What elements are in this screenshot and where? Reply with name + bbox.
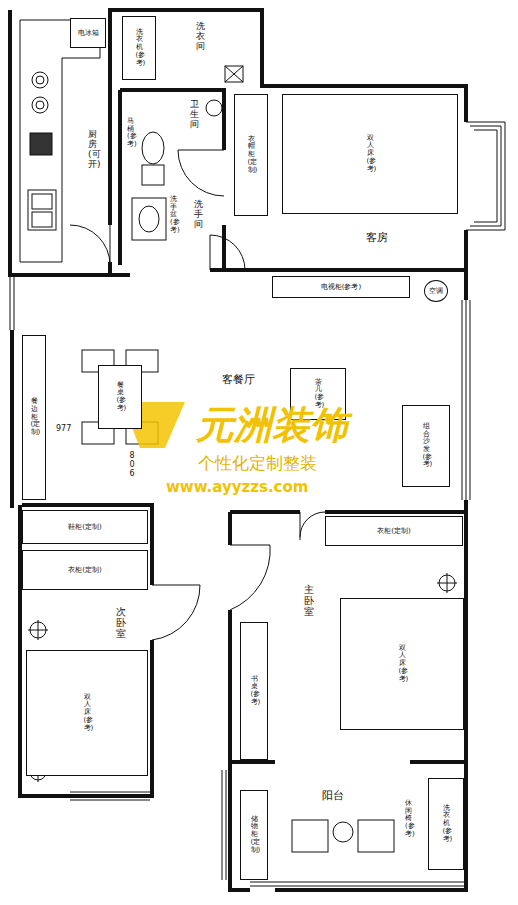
furniture-label: 储物柜(定制) (251, 816, 258, 854)
furniture-label: 洗衣机(参考) (443, 805, 450, 843)
furniture-box: 组合沙发(参考) (402, 405, 450, 487)
furniture-label: 餐边柜(定制) (31, 398, 38, 436)
label-holder: 休闲椅(参考) (405, 800, 412, 838)
furniture-label: 双人床(参考) (367, 135, 374, 173)
furniture-box: 衣柜(定制) (325, 516, 463, 546)
room-area: 洗衣间 洗衣机(参考) (112, 10, 260, 88)
room-area: 卫生间 (120, 90, 222, 190)
room-name: 主卧室 (304, 584, 314, 617)
label-holder: 洗手盆(参考) (170, 196, 177, 234)
furniture-box: 餐桌(参考) (98, 365, 142, 429)
room-name: 卫生间 (190, 100, 199, 130)
furniture-label: 餐桌(参考) (117, 382, 124, 413)
windows (10, 122, 505, 890)
furniture-box: 餐边柜(定制) (22, 335, 46, 500)
fixture-label: 休闲椅(参考) (405, 800, 412, 838)
walls (10, 10, 466, 890)
room-name: 厨房(可开) (88, 130, 97, 170)
furniture-label: 空调 (429, 286, 443, 296)
furniture-box: 双人床(参考) (26, 650, 148, 776)
room-name: 客餐厅 (222, 372, 255, 387)
label-holder: 马桶(参考) (127, 118, 134, 149)
furniture-label: 衣柜(定制) (377, 526, 410, 536)
room-area: 客房 衣帽柜(定制) 双人床(参考) (226, 86, 466, 270)
furniture-box: 电视柜(参考) (272, 276, 410, 298)
room-name: 次卧室 (116, 606, 126, 639)
furniture-label: 电视柜(参考) (321, 282, 361, 292)
furniture-box: 衣柜(定制) (22, 550, 148, 590)
furniture-box: 洗衣机(参考) (428, 778, 464, 870)
label-holder: 806 (128, 452, 136, 478)
room-name: 洗衣间 (196, 22, 205, 52)
furniture-box: 洗衣机(参考) (122, 16, 156, 80)
dimension: 806 (128, 452, 136, 478)
furniture-box: 储物柜(定制) (240, 790, 268, 880)
room-area: 阳台储物柜(定制) 洗衣机(参考) (232, 764, 466, 888)
furniture-label: 衣柜(定制) (68, 565, 101, 575)
watermark: 个性化定制整装 (198, 452, 317, 475)
label-holder: 个性化定制整装 (198, 452, 317, 475)
fixture-label: 洗手盆(参考) (170, 196, 177, 234)
furniture-label: 电冰箱 (78, 28, 99, 38)
furniture-label: 衣帽柜(定制) (248, 136, 255, 174)
furniture-box: 双人床(参考) (282, 94, 458, 214)
furniture-box: 书桌(参考) (240, 622, 268, 760)
room-name: 洗手间 (194, 200, 203, 230)
watermark: www.ayyzzs.com (166, 478, 308, 496)
fixture-circle: 空调 (424, 280, 448, 302)
furniture-label: 双人床(参考) (84, 694, 91, 732)
room-area: 次卧室 衣柜(定制) 双人床(参考) (20, 548, 152, 796)
label-holder: 977 (56, 424, 71, 433)
watermark: 元洲装饰 (196, 400, 348, 451)
furniture-box: 鞋柜(定制) (22, 510, 148, 544)
furniture-box: 双人床(参考) (340, 598, 464, 730)
dimension: 977 (56, 424, 71, 433)
room-name: 阳台 (322, 788, 344, 803)
furniture-label: 书桌(参考) (251, 676, 258, 707)
furniture-label: 双人床(参考) (399, 645, 406, 683)
furniture-box: 电冰箱 (70, 18, 106, 48)
furniture-label: 组合沙发(参考) (423, 423, 430, 469)
fixture-label: 马桶(参考) (127, 118, 134, 149)
label-holder: www.ayyzzs.com (166, 478, 308, 496)
furniture-label: 洗衣机(参考) (136, 29, 143, 67)
room-area: 主卧室 衣柜(定制) 双人床(参考) 书桌(参考) (232, 514, 466, 762)
room-name: 客房 (366, 230, 388, 245)
label-holder: 元洲装饰 (196, 400, 348, 451)
furniture-box: 衣帽柜(定制) (234, 94, 268, 216)
furniture-label: 鞋柜(定制) (68, 522, 101, 532)
room-area: 厨房(可开) 电冰箱 (10, 10, 110, 275)
room-area: 客餐厅电视柜(参考)空调餐边柜(定制)餐桌(参考)茶几(参考)组合沙发(参考) (12, 274, 466, 510)
